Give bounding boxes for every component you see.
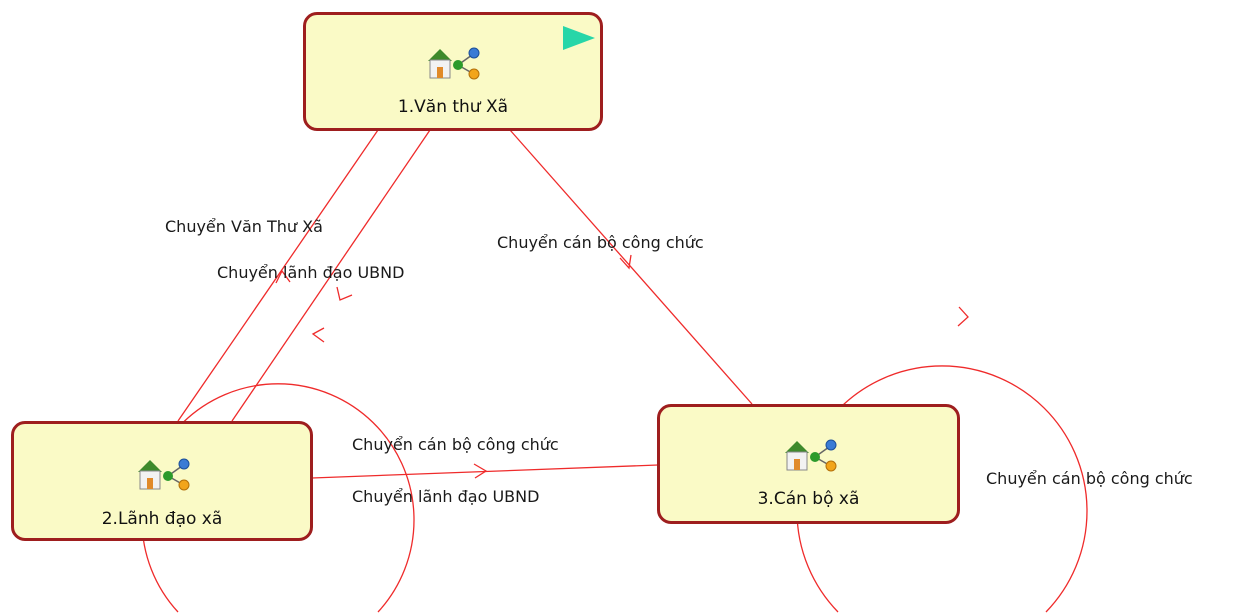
play-triangle-icon[interactable] <box>561 24 597 52</box>
edge-van-thu-xa-arrow <box>275 269 291 284</box>
house-flow-icon <box>138 458 190 491</box>
edge-label-lanh-dao-ubnd-2[interactable]: Chuyển lãnh đạo UBND <box>352 487 540 506</box>
edge-label-van-thu-xa[interactable]: Chuyển Văn Thư Xã <box>165 217 323 236</box>
house-flow-icon <box>785 439 837 472</box>
self-loop-arrow-can-bo <box>957 306 969 327</box>
node-label: 2.Lãnh đạo xã <box>101 509 223 529</box>
edge-can-bo-cong-chuc-1-arrow <box>619 254 632 270</box>
edge-label-can-bo-loop[interactable]: Chuyển cán bộ công chức <box>986 469 1193 488</box>
house-flow-icon <box>428 47 480 80</box>
self-loop-arrow-lanh-dao <box>311 327 325 343</box>
node-label: 3.Cán bộ xã <box>757 489 860 509</box>
edge-can-bo-cong-chuc-1[interactable] <box>509 129 753 405</box>
node-lanh-dao-xa[interactable]: 2.Lãnh đạo xã <box>11 421 313 541</box>
edge-van-thu-xa[interactable] <box>177 129 379 422</box>
edge-label-can-bo-cong-chuc-2[interactable]: Chuyển cán bộ công chức <box>352 435 559 454</box>
node-can-bo-xa[interactable]: 3.Cán bộ xã <box>657 404 960 524</box>
edge-label-lanh-dao-ubnd[interactable]: Chuyển lãnh đạo UBND <box>217 263 405 282</box>
edge-lanh-dao-ubnd-down[interactable] <box>231 129 431 422</box>
node-van-thu-xa[interactable]: 1.Văn thư Xã <box>303 12 603 131</box>
node-label: 1.Văn thư Xã <box>397 97 509 117</box>
edge-lanh-dao-ubnd-down-arrow <box>336 286 353 301</box>
edge-n2-n3-arrow <box>473 463 488 479</box>
edge-label-can-bo-cong-chuc[interactable]: Chuyển cán bộ công chức <box>497 233 704 252</box>
